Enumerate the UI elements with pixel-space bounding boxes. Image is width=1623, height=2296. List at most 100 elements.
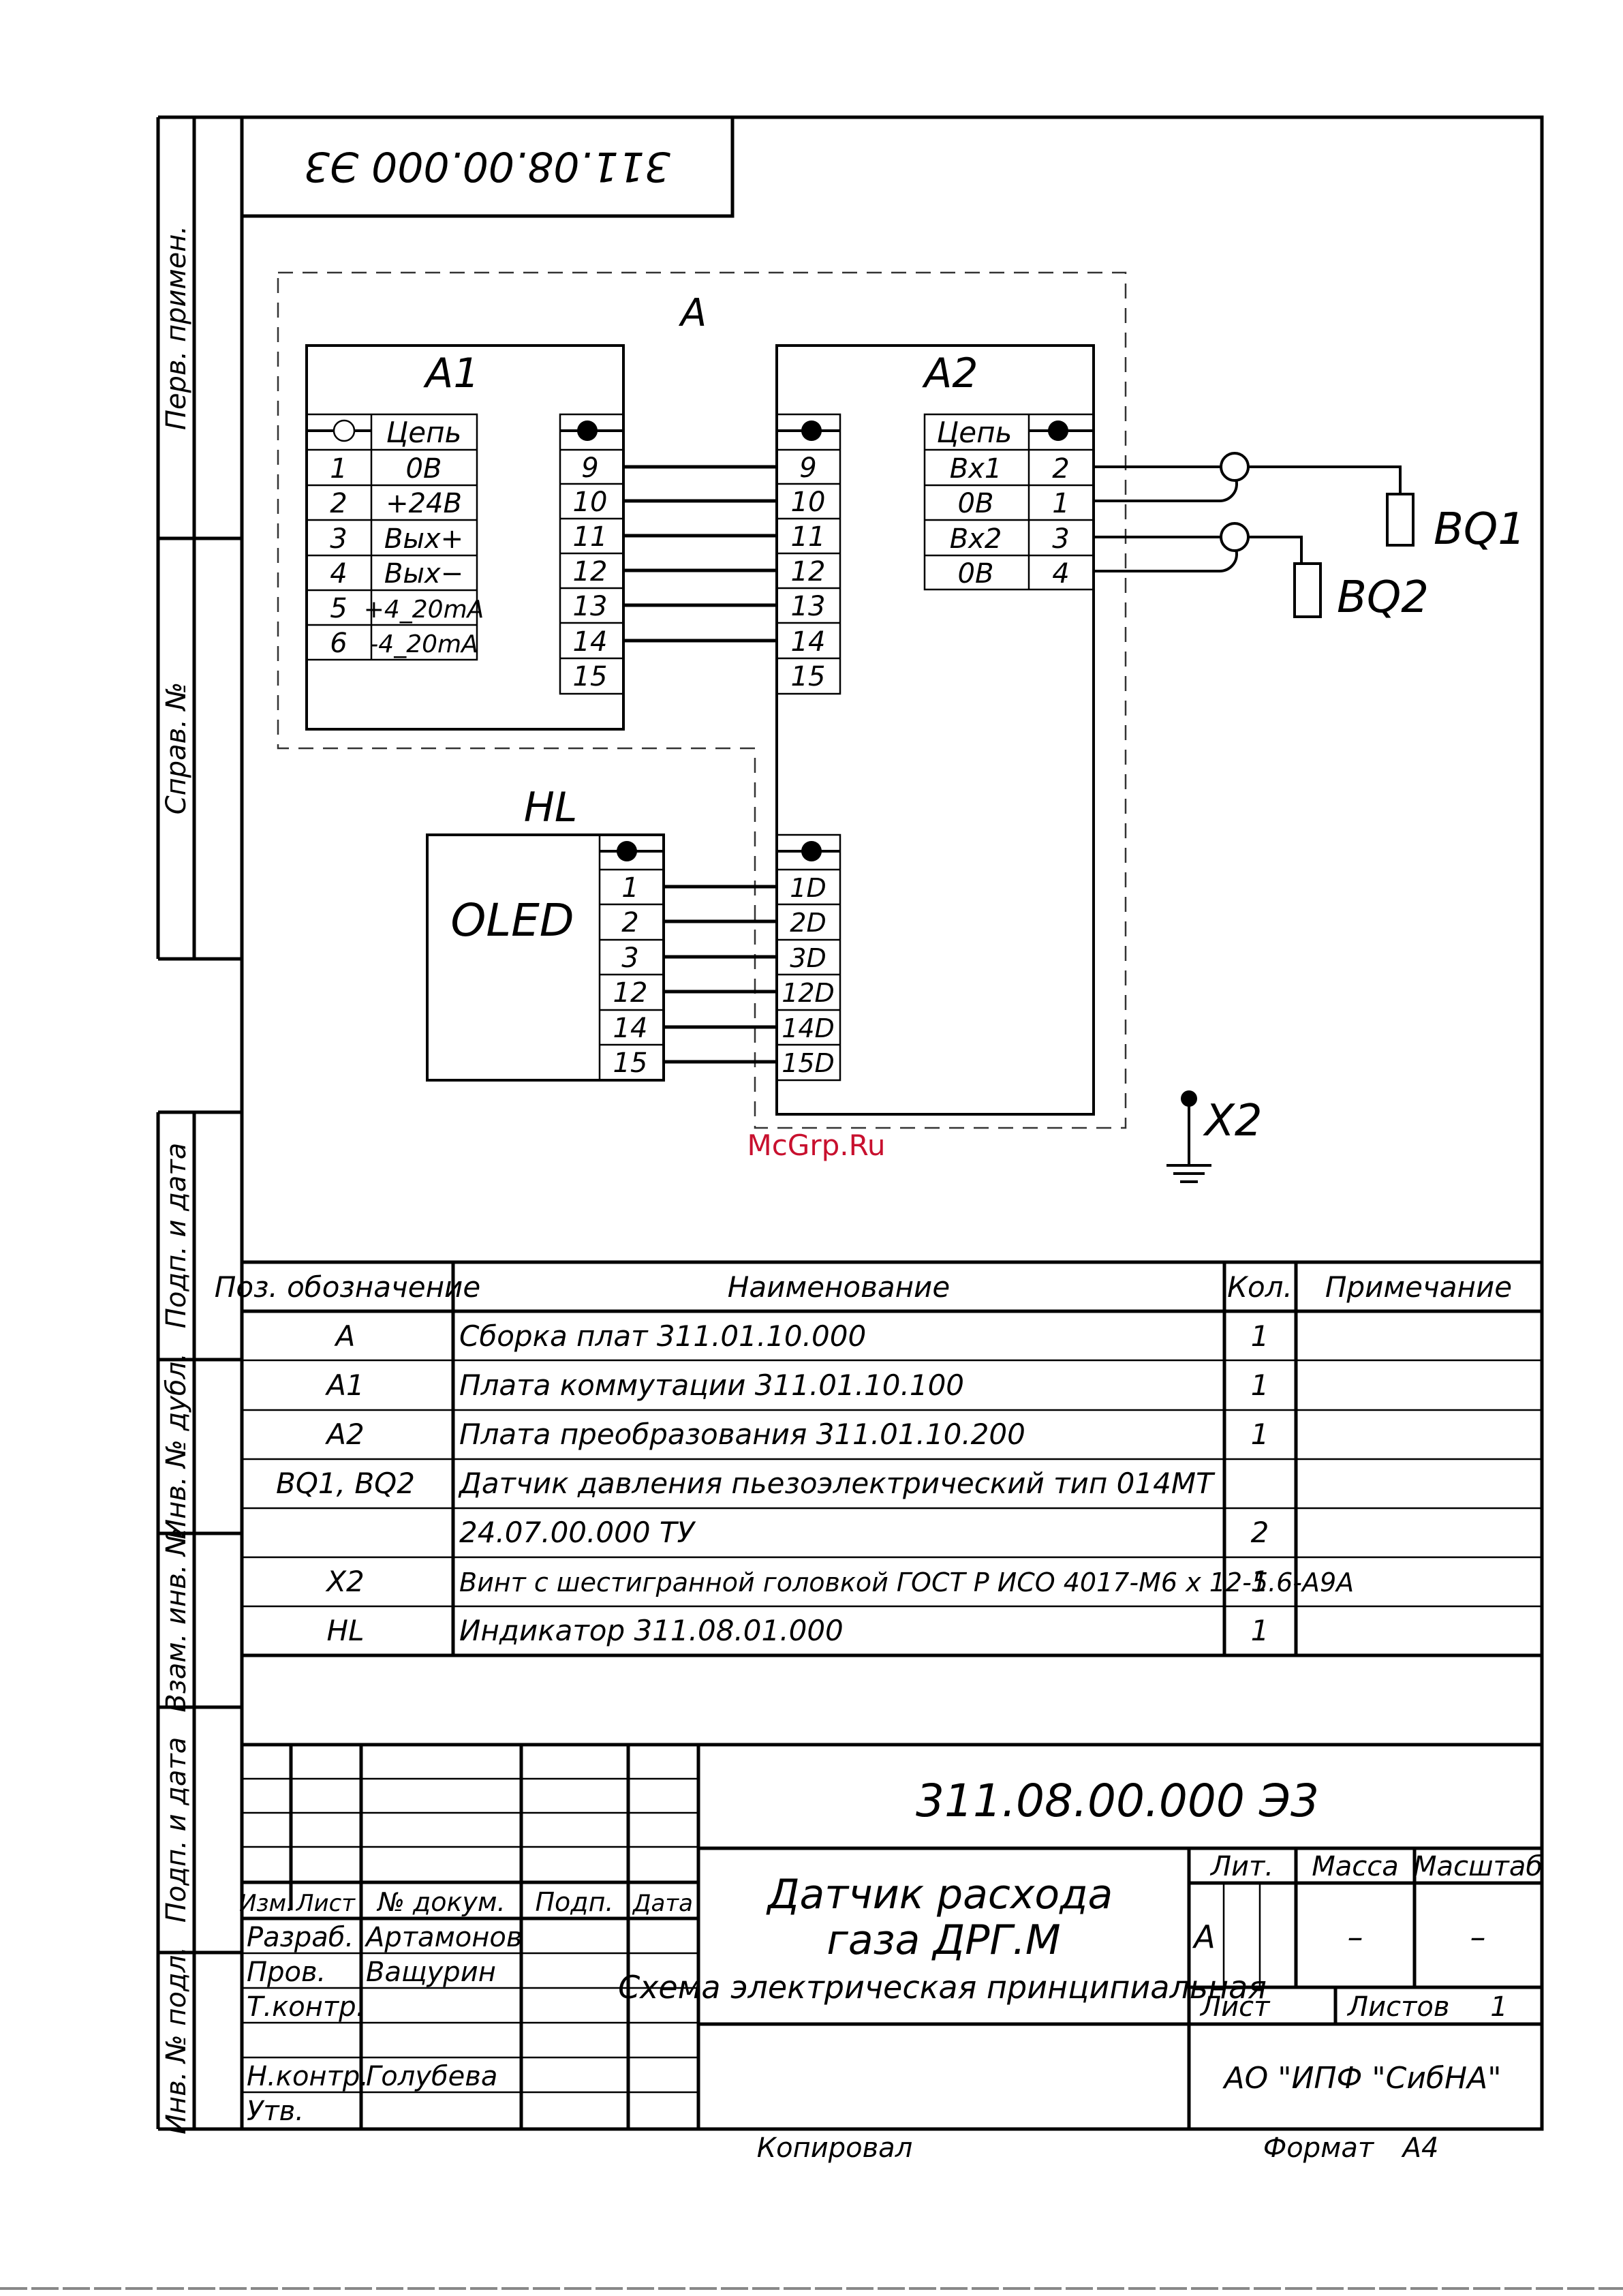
parts-row-name: Плата коммутации 311.01.10.100 xyxy=(459,1368,964,1402)
a1-row-num: 3 xyxy=(330,523,347,555)
col-header-izm: Изм. xyxy=(239,1890,294,1917)
parts-row-qty: 1 xyxy=(1251,1565,1269,1598)
a2-pin: 11 xyxy=(791,521,826,553)
a2-label: A2 xyxy=(921,350,978,397)
a1-row-num: 2 xyxy=(330,488,347,519)
a2-pin: 13 xyxy=(791,591,826,622)
title-line-3: Схема электрическая принципиальная xyxy=(618,1969,1267,2006)
strip-label-podp-data-2: Подп. и дата xyxy=(161,1737,192,1923)
mass-value: – xyxy=(1348,1918,1363,1955)
a2-pin: 15 xyxy=(791,661,826,692)
mass-label: Масса xyxy=(1312,1851,1399,1882)
sheets-label: Листов xyxy=(1346,1991,1449,2023)
organization-name: АО "ИПФ "СибНА" xyxy=(1222,2061,1502,2096)
a1-pin: 14 xyxy=(573,626,608,658)
a1-pin: 15 xyxy=(573,661,608,692)
a2-pin: 10 xyxy=(791,487,826,518)
parts-row-qty: 1 xyxy=(1251,1614,1269,1647)
parts-row-pos: BQ1, BQ2 xyxy=(276,1467,415,1500)
parts-row-pos: A2 xyxy=(324,1418,364,1451)
a2-pin: 12 xyxy=(791,556,826,587)
sheets-value: 1 xyxy=(1490,1991,1507,2023)
strip-label-inv-dubl: Инв. № дубл. xyxy=(161,1353,192,1540)
parts-row-pos: A xyxy=(334,1319,356,1353)
parts-row-qty: 1 xyxy=(1251,1418,1269,1451)
rotated-doc-code: 311.08.00.000 Э3 xyxy=(304,142,670,190)
block-a1: A1 Цепь 1 0В 2 +24В 3 Вых+ 4 xyxy=(305,344,625,731)
parts-row-name: Плата преобразования 311.01.10.200 xyxy=(459,1418,1025,1451)
a2-row-num: 2 xyxy=(1052,453,1069,485)
hl-pin: 1 xyxy=(621,872,638,904)
title-line-1: Датчик расхода xyxy=(766,1871,1113,1918)
x2-label: X2 xyxy=(1203,1096,1263,1146)
a2-row-num: 4 xyxy=(1052,558,1069,590)
hl-label: HL xyxy=(524,784,578,831)
role-label: Н.контр. xyxy=(247,2061,369,2092)
parts-list: Поз. обозначение Наименование Кол. Приме… xyxy=(215,1260,1542,1657)
a2-row-circuit: Вх1 xyxy=(950,453,1002,485)
a2-display-pin: 1D xyxy=(790,873,826,903)
parts-row-qty: 1 xyxy=(1251,1368,1269,1402)
a1-a2-wires xyxy=(623,465,777,643)
block-hl: HL OLED 1 2 3 12 14 15 xyxy=(426,784,665,1082)
a1-pin: 9 xyxy=(581,453,598,484)
scale-value: – xyxy=(1470,1918,1486,1955)
a2-display-pin: 2D xyxy=(790,908,826,938)
col-header-sign: Подп. xyxy=(535,1887,613,1917)
left-strip: Перв. примен. Справ. № Подп. и дата Инв.… xyxy=(161,226,192,2134)
sheet-frame xyxy=(156,115,1544,2131)
a1-row-circuit: -4_20mA xyxy=(369,630,478,658)
parts-row-qty: 1 xyxy=(1251,1319,1269,1353)
col-header-list: Лист xyxy=(295,1890,356,1917)
a1-row-num: 4 xyxy=(330,558,347,590)
a1-row-circuit: +24В xyxy=(386,488,462,519)
block-a2: A2 9 10 11 12 13 14 15 xyxy=(775,344,1095,1116)
role-name: Артамонов xyxy=(364,1922,522,1953)
parts-row-pos: A1 xyxy=(324,1368,364,1402)
ground-x2: X2 xyxy=(1166,1090,1263,1183)
title-line-2: газа ДРГ.М xyxy=(826,1916,1060,1964)
format-label: Формат xyxy=(1263,2132,1375,2164)
a1-pin: 13 xyxy=(573,591,608,622)
parts-header-qty: Кол. xyxy=(1227,1270,1293,1304)
parts-row-name: Сборка плат 311.01.10.000 xyxy=(459,1319,866,1353)
role-name: Ващурин xyxy=(366,1957,496,1988)
strip-label-perv-primen: Перв. примен. xyxy=(161,226,192,430)
parts-row-pos: X2 xyxy=(325,1565,365,1598)
below-frame: Копировал Формат А4 xyxy=(757,2132,1439,2164)
a2-pin: 9 xyxy=(799,453,816,484)
a1-row-num: 5 xyxy=(330,593,347,624)
format-value: А4 xyxy=(1401,2132,1439,2164)
a1-label: A1 xyxy=(422,350,479,397)
a2-display-pin: 15D xyxy=(782,1048,835,1078)
title-doc-code: 311.08.00.000 Э3 xyxy=(916,1775,1319,1827)
a2-circuit-header: Цепь xyxy=(937,416,1013,449)
parts-row-name: Винт с шестигранной головкой ГОСТ Р ИСО … xyxy=(459,1567,1354,1597)
role-label: Т.контр. xyxy=(247,1991,365,2023)
parts-header-note: Примечание xyxy=(1325,1270,1512,1304)
role-label: Разраб. xyxy=(247,1922,354,1953)
a2-pin: 14 xyxy=(791,626,826,658)
group-a-boundary xyxy=(277,271,1127,1129)
a1-row-circuit: Вых− xyxy=(384,558,463,590)
copied-label: Копировал xyxy=(757,2132,913,2164)
parts-header-name: Наименование xyxy=(728,1270,950,1304)
col-header-doc-no: № докум. xyxy=(376,1887,505,1917)
role-label: Пров. xyxy=(247,1957,326,1988)
a1-row-circuit: +4_20mA xyxy=(364,596,484,624)
a1-row-circuit: Вых+ xyxy=(384,523,463,555)
hl-pin: 14 xyxy=(613,1013,648,1044)
a2-row-num: 3 xyxy=(1052,523,1069,555)
group-a-label: A xyxy=(679,291,707,335)
hl-pin: 2 xyxy=(621,907,638,938)
a1-pin: 11 xyxy=(573,521,608,553)
title-block: 311.08.00.000 Э3 Изм. Лист № докум. Подп… xyxy=(239,1743,1543,2129)
a2-row-circuit: Вх2 xyxy=(950,523,1002,555)
parts-row-qty: 2 xyxy=(1251,1516,1269,1549)
lit-value: А xyxy=(1192,1918,1215,1955)
hl-body-text: OLED xyxy=(450,894,574,947)
bq2-label: BQ2 xyxy=(1337,572,1429,623)
sheet-label: Лист xyxy=(1199,1991,1271,2023)
strip-label-podp-data-1: Подп. и дата xyxy=(161,1143,192,1328)
col-header-date: Дата xyxy=(632,1890,693,1917)
